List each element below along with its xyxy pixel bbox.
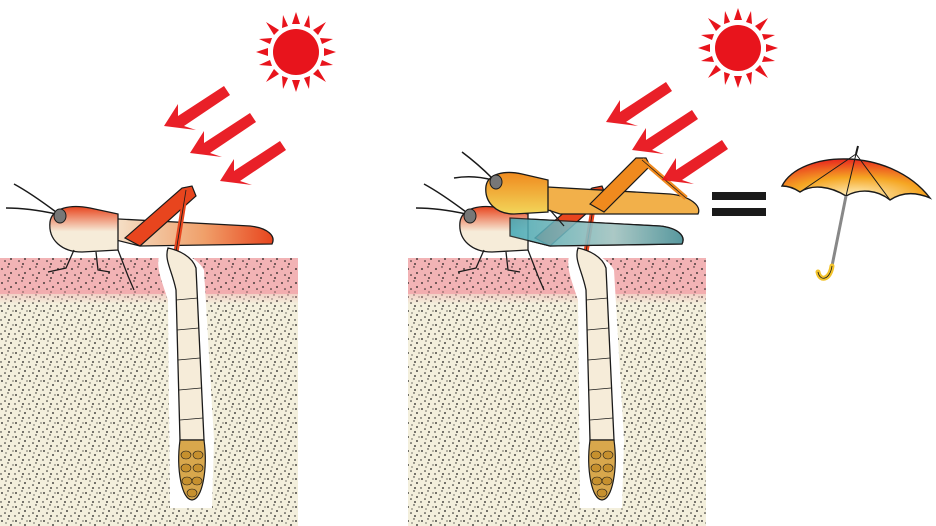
panel-single-female	[0, 12, 336, 526]
soil-surface-warm	[0, 258, 298, 294]
female-wing-shaded	[510, 218, 683, 246]
sun-ray-arrow	[190, 113, 256, 157]
soil-surface-warm	[408, 258, 706, 294]
sun-ray-arrow	[606, 82, 672, 126]
sun-icon	[256, 12, 336, 92]
equals-sign	[712, 192, 766, 216]
sun-ray-arrow	[164, 86, 230, 130]
sun-ray-arrow	[220, 141, 286, 185]
umbrella-icon	[782, 146, 930, 278]
sun-icon	[698, 8, 778, 88]
panel-female-with-male	[408, 8, 778, 526]
sun-ray-arrow	[632, 110, 698, 154]
sun-ray-arrow	[662, 140, 728, 184]
